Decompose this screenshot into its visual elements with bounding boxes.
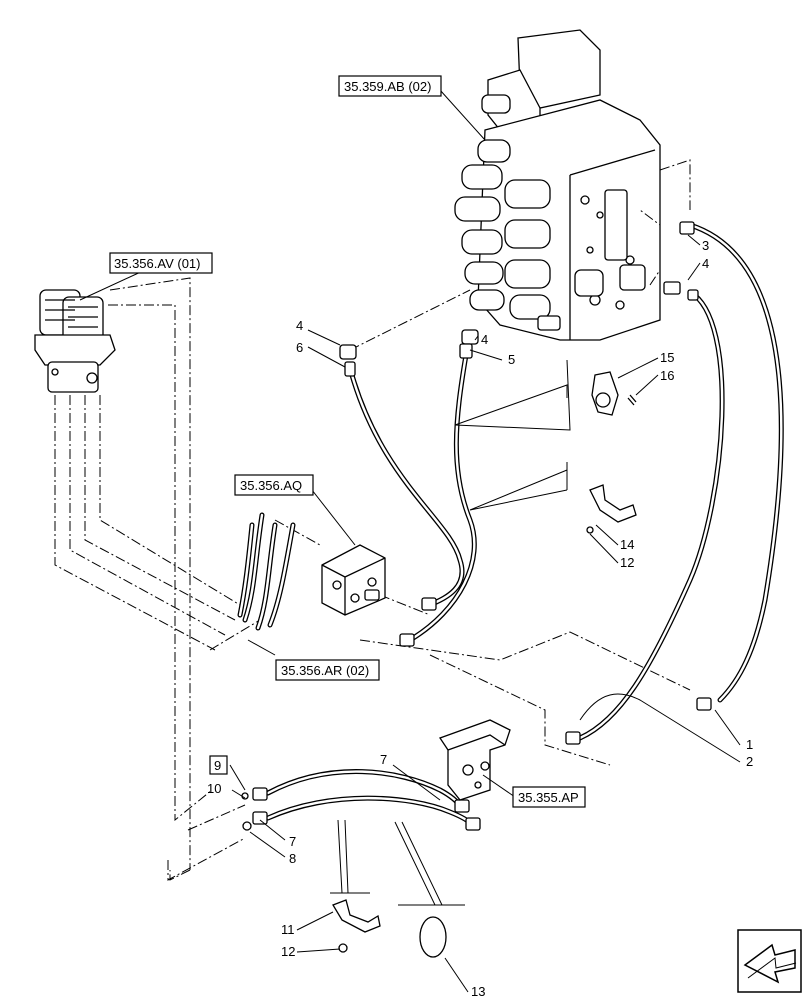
manifold-block [321,544,386,616]
callout-13: 13 [471,984,485,999]
hoses [237,222,784,828]
callout-4: 4 [702,256,709,271]
callout-14: 14 [620,537,634,552]
svg-text:35.356.AQ: 35.356.AQ [240,478,302,493]
callout-16: 16 [660,368,674,383]
callout-15: 15 [660,350,674,365]
pilot-lines [54,159,691,881]
svg-text:35.356.AV (01): 35.356.AV (01) [114,256,200,271]
reference-35-356-ar[interactable]: 35.356.AR (02) [275,659,380,681]
callout-3: 3 [702,238,709,253]
callouts: 1 2 3 4 4 4 5 6 7 7 8 9 10 11 12 12 13 1… [207,238,753,999]
bracket-11 [332,899,381,953]
reference-35-356-aq[interactable]: 35.356.AQ [234,474,314,496]
arrow-icon[interactable] [737,929,802,993]
reference-35-355-ap[interactable]: 35.355.AP [512,786,586,808]
leader-lines [79,89,741,993]
svg-text:35.359.AB (02): 35.359.AB (02) [344,79,431,94]
svg-text:35.356.AR (02): 35.356.AR (02) [281,663,369,678]
callout-6: 6 [296,340,303,355]
callout-10: 10 [207,781,221,796]
clamp-ring-13 [419,916,447,958]
callout-4: 4 [481,332,488,347]
callout-1: 1 [746,737,753,752]
callout-4: 4 [296,318,303,333]
callout-9: 9 [214,758,221,773]
callout-12: 12 [620,555,634,570]
callout-9-box [209,755,228,775]
callout-2: 2 [746,754,753,769]
pilot-pedal-valve [34,289,116,393]
callout-8: 8 [289,851,296,866]
bracket-14 [586,484,637,534]
clamp-15 [591,371,637,416]
svg-text:35.355.AP: 35.355.AP [518,790,579,805]
valve-block [438,719,511,801]
callout-7: 7 [289,834,296,849]
control-valve [454,29,661,341]
callout-11: 11 [281,922,295,937]
callout-7: 7 [380,752,387,767]
callout-5: 5 [508,352,515,367]
reference-35-356-av[interactable]: 35.356.AV (01) [109,252,213,274]
reference-35-359-ab[interactable]: 35.359.AB (02) [338,75,442,97]
callout-12: 12 [281,944,295,959]
